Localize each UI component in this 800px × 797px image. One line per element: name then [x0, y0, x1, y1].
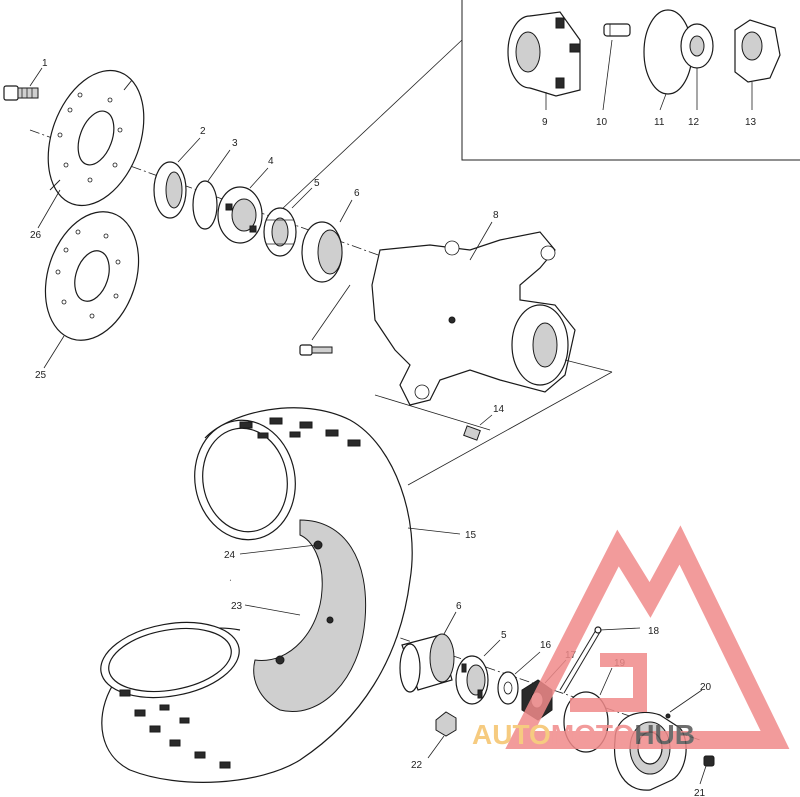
part-12-cone-washer: [680, 23, 714, 69]
label-25: 25: [35, 370, 47, 381]
label-23: 23: [231, 601, 243, 612]
label-15: 15: [465, 530, 477, 541]
label-2: 2: [200, 126, 206, 137]
part-8-knuckle-hub: [371, 221, 613, 486]
label-9: 9: [542, 117, 548, 128]
label-24: 24: [224, 550, 236, 561]
part-6-race-lower: [399, 611, 457, 693]
part-9-coupler: [507, 11, 581, 97]
part-21-bolt: [699, 755, 715, 785]
label-18: 18: [648, 626, 660, 637]
label-21: 21: [694, 788, 706, 797]
part-25-brake-disc: [43, 211, 140, 369]
part-3-snap-ring: [192, 149, 231, 230]
part-4-bearing: [217, 167, 269, 244]
label-13: 13: [745, 117, 757, 128]
automotohub-watermark: AUTOMOTOHUB: [472, 525, 790, 750]
watermark-triangle-icon: [505, 525, 790, 749]
label-1: 1: [42, 58, 48, 69]
part-1-bolt: [3, 67, 43, 101]
part-16-washer: [497, 651, 541, 705]
part-10-pin: [603, 23, 631, 37]
label-5: 5: [314, 178, 320, 189]
label-11: 11: [654, 117, 665, 128]
label-4: 4: [268, 156, 274, 167]
knuckle-bolt: [299, 284, 351, 356]
label-12: 12: [688, 117, 700, 128]
watermark-inner-mark: [570, 653, 647, 712]
label-5b: 5: [501, 630, 507, 641]
label-16: 16: [540, 640, 552, 651]
part-13-hex-nut: [734, 19, 781, 83]
label-14: 14: [493, 404, 505, 415]
label-3: 3: [232, 138, 238, 149]
watermark-text-hub: HUB: [634, 719, 695, 750]
part-5-roller-bearing-lower: [455, 639, 501, 705]
part-26-brake-disc: [37, 69, 145, 229]
part-18-cotter-pin: [559, 626, 641, 694]
wheel-rim: [239, 519, 367, 712]
label-6b: 6: [456, 601, 462, 612]
label-6: 6: [354, 188, 360, 199]
part-2-ring: [153, 137, 201, 219]
label-8: 8: [493, 210, 499, 221]
part-6-race: [301, 199, 353, 283]
label-20: 20: [700, 682, 712, 693]
part-14-fitting: [463, 414, 493, 441]
inset-detail-box: [264, 0, 800, 226]
watermark-text-moto: MOTO: [551, 719, 634, 750]
label-26: 26: [30, 230, 42, 241]
label-10: 10: [596, 117, 608, 128]
part-5-roller-bearing: [263, 187, 313, 257]
label-22: 22: [411, 760, 423, 771]
part-15-tire: [100, 407, 461, 783]
watermark-text-auto: AUTO: [472, 719, 551, 750]
part-22-lug-nut: [427, 711, 457, 759]
svg-text:AUTOMOTOHUB: AUTOMOTOHUB: [472, 719, 695, 750]
